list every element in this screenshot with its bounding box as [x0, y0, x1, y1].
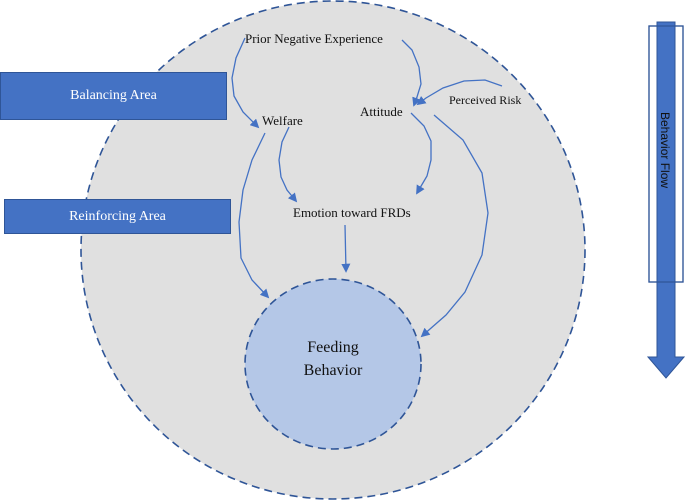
node-feeding-behavior-line1: Feeding [307, 339, 359, 356]
behavior-flow-outline-overlay [648, 25, 684, 283]
node-welfare: Welfare [262, 113, 303, 128]
feeding-behavior-circle [244, 278, 422, 450]
behavior-flow-label: Behavior Flow [658, 112, 672, 188]
node-feeding-behavior-line2: Behavior [304, 362, 363, 379]
edge-prior-to-attitude [401, 39, 422, 107]
node-attitude: Attitude [360, 104, 403, 119]
balancing-area-text: Balancing Area [70, 88, 157, 103]
node-perceived-risk: Perceived Risk [449, 93, 521, 107]
edge-emotion-to-feeding [341, 224, 351, 273]
edge-attitude-to-emotion [410, 112, 432, 195]
edge-prior-to-welfare [231, 37, 260, 129]
edge-risk-to-attitude [416, 79, 503, 106]
balancing-area-label: Balancing Area [0, 72, 227, 120]
outer-system-boundary [80, 0, 586, 500]
edge-welfare-to-emotion [278, 126, 298, 203]
edge-welfare-to-feeding [238, 132, 270, 299]
edge-attitude-to-feeding [420, 114, 489, 338]
node-emotion-toward-frds: Emotion toward FRDs [293, 205, 411, 220]
reinforcing-area-label: Reinforcing Area [4, 199, 231, 234]
reinforcing-area-text: Reinforcing Area [69, 208, 166, 224]
behavior-flow-arrow [646, 21, 685, 379]
node-prior-negative-experience: Prior Negative Experience [245, 31, 383, 46]
